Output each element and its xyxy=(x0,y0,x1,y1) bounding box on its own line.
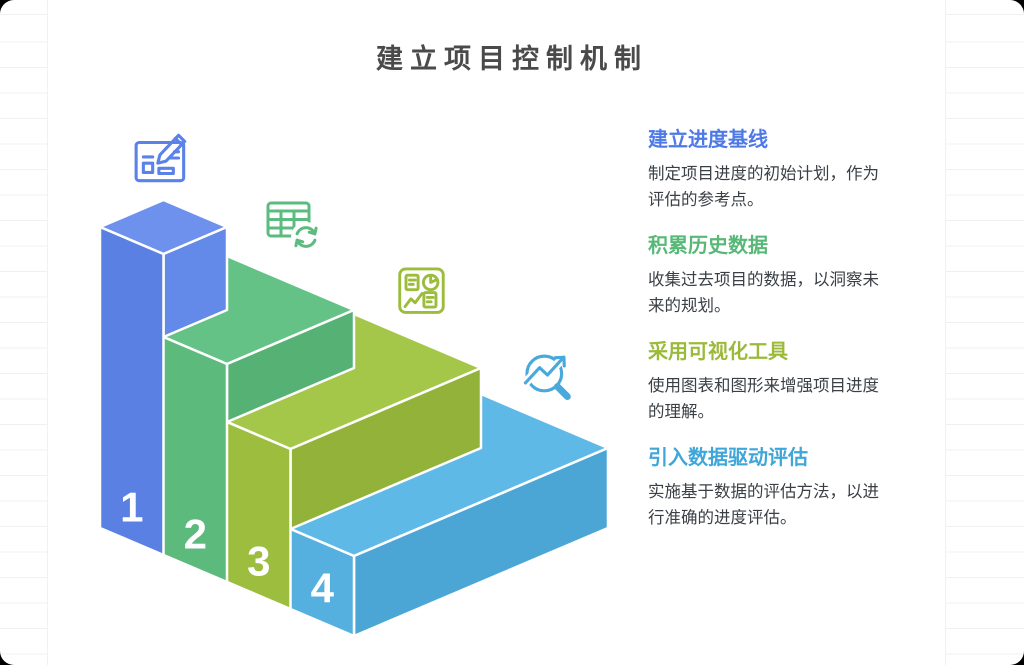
page-title: 建立项目控制机制 xyxy=(376,44,648,74)
ruled-margin-right xyxy=(945,0,1024,665)
section-3: 采用可视化工具 使用图表和图形来增强项目进度的理解。 xyxy=(648,340,918,425)
section-1-heading: 建立进度基线 xyxy=(648,129,768,151)
table-sync-icon xyxy=(263,195,323,255)
section-2: 积累历史数据 收集过去项目的数据，以洞察未来的规划。 xyxy=(648,234,918,319)
trend-search-icon xyxy=(517,343,580,406)
section-1-body: 制定项目进度的初始计划，作为评估的参考点。 xyxy=(648,165,879,209)
section-4-heading: 引入数据驱动评估 xyxy=(648,447,808,469)
plan-edit-icon xyxy=(132,127,194,189)
dashboard-icon xyxy=(392,266,450,324)
step-number-4: 4 xyxy=(311,565,335,612)
section-4-body: 实施基于数据的评估方法，以进行准确的进度评估。 xyxy=(648,483,879,527)
step-number-1: 1 xyxy=(120,484,143,531)
section-3-heading: 采用可视化工具 xyxy=(648,341,788,363)
section-2-body: 收集过去项目的数据，以洞察未来的规划。 xyxy=(648,271,879,315)
step-number-2: 2 xyxy=(184,511,207,558)
ruled-margin-left xyxy=(0,0,48,665)
section-3-body: 使用图表和图形来增强项目进度的理解。 xyxy=(648,377,879,421)
info-column: 建立进度基线 制定项目进度的初始计划，作为评估的参考点。 积累历史数据 收集过去… xyxy=(648,128,918,552)
section-1: 建立进度基线 制定项目进度的初始计划，作为评估的参考点。 xyxy=(648,128,918,213)
section-4: 引入数据驱动评估 实施基于数据的评估方法，以进行准确的进度评估。 xyxy=(648,446,918,531)
step-number-3: 3 xyxy=(247,538,270,585)
section-2-heading: 积累历史数据 xyxy=(648,235,768,257)
